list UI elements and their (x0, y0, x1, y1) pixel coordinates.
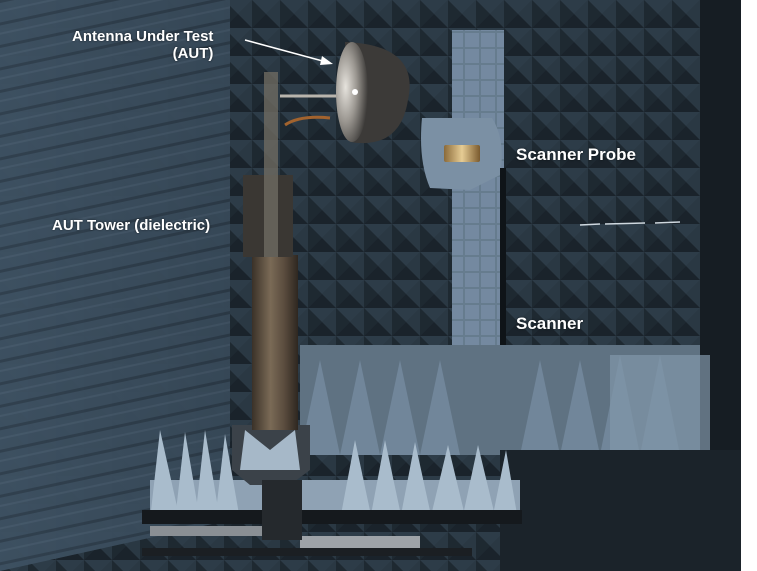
scanner-label: Scanner (516, 314, 584, 333)
scanner-probe-label: Scanner Probe (516, 145, 636, 164)
aut-label-line2: (AUT) (172, 45, 214, 63)
aut-label-line1: Antenna Under Test (72, 28, 214, 45)
aut-tower-label: AUT Tower (dielectric) (52, 217, 211, 234)
image-margin (741, 0, 757, 571)
aut-label: Antenna Under Test (AUT) (72, 28, 213, 63)
